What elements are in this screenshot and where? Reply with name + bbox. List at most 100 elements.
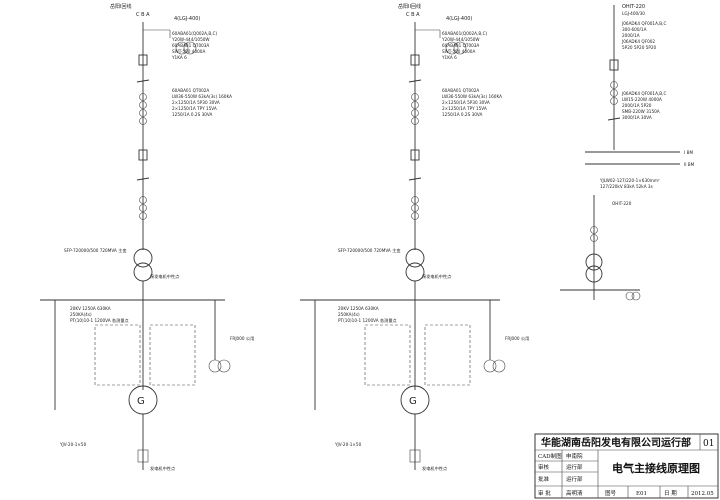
left-ct-3	[139, 109, 147, 117]
company-name: 华能湖南岳阳发电有限公司运行部	[541, 436, 691, 449]
center-breaker-1	[410, 54, 420, 66]
center-line-title: 岳阳II回线	[398, 3, 421, 10]
center-ct-enclosure	[364, 324, 411, 386]
left-spec-2-3: 2×1250/1A TPY 15VA	[172, 106, 217, 111]
tb-r0-b: 申南院	[566, 452, 583, 460]
center-spec-block-2: 60ABA01 QT002A LW36-550W 63kA(3s) 160KA …	[442, 88, 502, 117]
left-spec-1-3: SWT-550 4000A	[172, 49, 205, 54]
left-low-block: 20KV 1250A 630KA 250KA(4s) PT(10)10-1 12…	[70, 306, 129, 324]
right-bottom-title: OHIT-220	[612, 201, 632, 206]
center-main-transformer-hv	[405, 248, 425, 268]
left-main-transformer-hv	[133, 248, 153, 268]
left-ct-2	[139, 101, 147, 109]
right-spec-2-0: J06ADK4 QF001A,B,C	[621, 91, 666, 96]
left-generator-symbol: G	[137, 396, 145, 407]
center-spec-2-1: LW36-550W 63kA(3s) 160KA	[442, 94, 502, 99]
left-low-0: 20KV 1250A 630KA	[70, 306, 111, 311]
right-spec-1-3: J06ADK4 QF002	[621, 39, 655, 44]
left-switch-2	[136, 177, 150, 181]
center-transformer-label: SFP-720000/500 720MVA 主变	[338, 247, 401, 254]
left-spec-1-2: 60ABA01 QT003A	[172, 43, 209, 48]
center-spec-2-4: 1250/1A 0.2S 30VA	[442, 112, 483, 117]
center-ct-4	[411, 117, 419, 125]
left-spec-1-4: Y1KA 6	[171, 55, 187, 60]
right-pt-circle	[625, 291, 635, 301]
title-block-frame	[534, 433, 719, 499]
center-section: 岳阳II回线 C B A 4(LGJ-400) 60ABA01(Q002A,B,…	[300, 3, 529, 472]
left-section: 岳阳I回线 C B A 4(LGJ-400) 60ABA01(Q002A,B,C…	[40, 3, 254, 472]
center-gen-note: 发电机中性点	[422, 465, 447, 472]
left-ct-enclosure	[94, 324, 141, 386]
right-spec-2-2: 2000/1A 5P20	[622, 103, 652, 108]
right-spec-2-1: LW15-220W 4000A	[622, 97, 662, 102]
right-spec-2-4: 3000/1A 30VA	[622, 115, 652, 120]
tb-r1-b: 运行部	[566, 463, 583, 471]
center-neutral-resistor	[409, 449, 421, 463]
tb-r3-d: E01	[636, 491, 647, 497]
right-line-title: OHIT-220	[622, 4, 645, 10]
center-gen-label: 接发电机中性点	[422, 273, 451, 280]
left-pt-circle	[175, 41, 189, 55]
right-ct-3	[610, 97, 618, 105]
right-spec-2-3: SMB-220W 3150A	[622, 109, 660, 114]
left-phase-label: C B A	[136, 12, 150, 18]
center-aux-label: FRJ000 公用	[505, 336, 529, 342]
center-spec-2-2: 2×1250/1A 5P30 30VA	[442, 100, 490, 105]
center-generator-symbol: G	[409, 396, 417, 407]
bus-ii-label: II BM	[684, 162, 695, 167]
left-spec-2-2: 2×1250/1A 5P30 30VA	[172, 100, 220, 105]
tb-r1-a: 审核	[538, 463, 550, 471]
left-spec-2-0: 60ABA01 QT002A	[172, 88, 209, 93]
left-conductor: 4(LGJ-400)	[174, 16, 200, 22]
left-low-1: 250KA(4s)	[70, 312, 92, 317]
tb-r3-b: 高明清	[566, 489, 583, 497]
center-aux-transformer	[483, 359, 497, 373]
center-pt-circle-2	[453, 41, 467, 55]
right-aux-transformer	[585, 253, 603, 271]
right-spec-1-0: J06ADK4 QF001A,B,C	[621, 21, 666, 26]
right-spec-block-2: J06ADK4 QF001A,B,C LW15-220W 4000A 2000/…	[621, 91, 666, 120]
left-ct-1	[139, 93, 147, 101]
center-switch-1	[408, 79, 422, 83]
center-ct-5	[411, 196, 419, 204]
left-ct-6	[139, 204, 147, 212]
left-spec-block-1: 60ABA01(Q002A,B,C) Y20W-444/1050W 60ABA0…	[171, 31, 218, 60]
bus-rating: 127/220kV 83kA 52kA 3s	[600, 184, 653, 189]
left-gen-note: 发电机中性点	[150, 465, 175, 472]
sheet-number: 01	[703, 439, 714, 449]
right-breaker-1	[609, 59, 619, 71]
center-spec-1-3: SWT-550 4000A	[442, 49, 475, 54]
left-ct-enclosure-2	[149, 324, 196, 386]
right-spec-1-2: 2000/1A	[622, 33, 640, 38]
left-switch-1	[136, 79, 150, 83]
left-pt-circle-2	[183, 41, 197, 55]
center-spec-1-4: Y1KA 6	[441, 55, 457, 60]
tb-r2-a: 批准	[538, 475, 550, 483]
right-section: OHIT-220 LGJ-400/30 J06ADK4 QF001A,B,C 3…	[560, 4, 695, 301]
left-spec-2-4: 1250/1A 0.2S 30VA	[172, 112, 213, 117]
left-gen-label: 接发电机中性点	[150, 273, 179, 280]
left-ct-5	[139, 196, 147, 204]
center-ct-1	[411, 93, 419, 101]
center-spec-1-1: Y20W-444/1050W	[441, 37, 480, 42]
tb-r3-e: 日 期	[664, 490, 677, 497]
left-spec-1-0: 60ABA01(Q002A,B,C)	[172, 31, 218, 36]
left-line-title: 岳阳I回线	[110, 3, 131, 10]
right-spec-1-1: 300-600/1A	[622, 27, 647, 32]
title-block: 华能湖南岳阳发电有限公司运行部 01 电气主接线原理图 CAD制图 申南院 审核…	[534, 433, 719, 499]
left-bottom-note: YJV-20-1×50	[59, 442, 87, 447]
left-spec-block-2: 60ABA01 QT002A LW36-550W 63kA(3s) 160KA …	[172, 88, 232, 117]
left-breaker-1	[138, 54, 148, 66]
center-pt-circle	[445, 41, 459, 55]
right-switch-1	[607, 117, 621, 121]
bus-i-label: I BM	[684, 150, 693, 155]
tb-r3-c: 图号	[605, 489, 617, 497]
center-ct-enclosure-2	[424, 324, 471, 386]
center-ct-7	[411, 212, 419, 220]
center-ct-2	[411, 101, 419, 109]
center-bottom-note: YJV-20-1×50	[334, 442, 362, 447]
center-low-block: 20KV 1250A 630KA 250KA(4s) PT(10)10-1 12…	[338, 306, 397, 324]
tb-r3-a: 审 批	[538, 489, 551, 497]
